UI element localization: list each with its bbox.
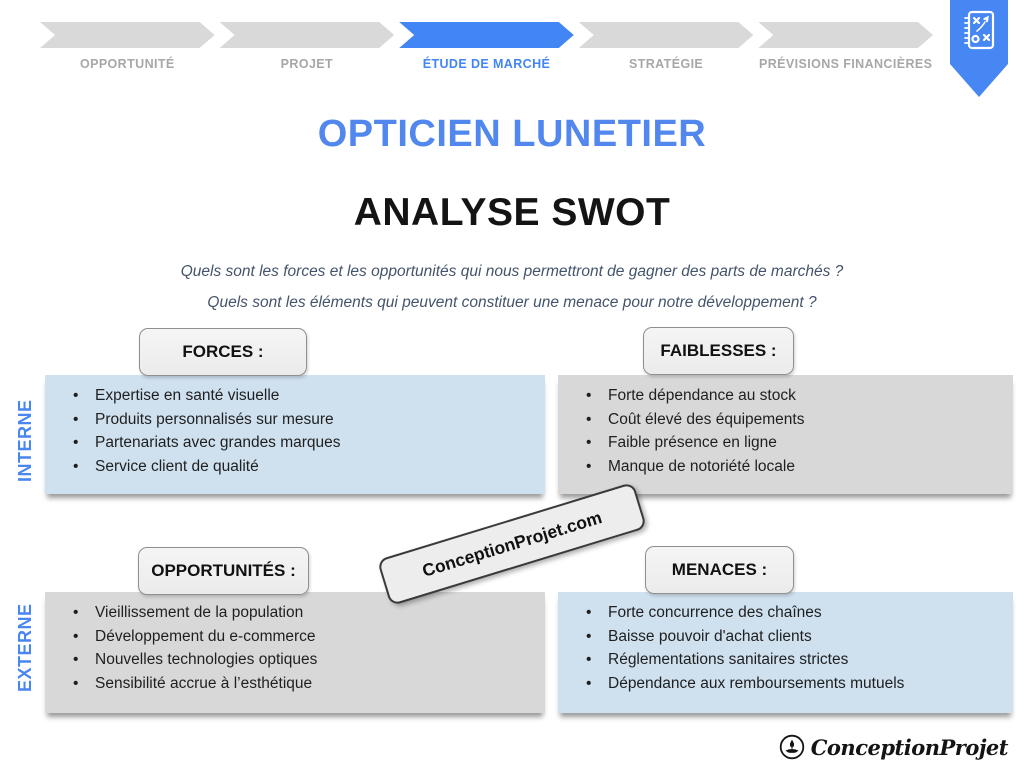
- chevron-shape: [220, 22, 395, 48]
- swot-item: Expertise en santé visuelle: [45, 384, 539, 408]
- question-line-1: Quels sont les forces et les opportunité…: [180, 263, 844, 280]
- swot-item: Faible présence en ligne: [558, 431, 1007, 455]
- faiblesses-title-box: FAIBLESSES :: [643, 327, 794, 375]
- swot-item: Manque de notoriété locale: [558, 455, 1007, 479]
- opportunites-title-box: OPPORTUNITÉS :: [138, 547, 309, 595]
- bookmark-ribbon: [950, 0, 1008, 97]
- swot-item: Réglementations sanitaires strictes: [558, 648, 1007, 672]
- menaces-panel: Forte concurrence des chaînesBaisse pouv…: [558, 592, 1013, 713]
- process-step-label: STRATÉGIE: [628, 57, 704, 71]
- process-step-projet: PROJET: [220, 22, 395, 71]
- page-subtitle: ANALYSE SWOT: [353, 191, 671, 234]
- chevron-shape: [579, 22, 754, 48]
- process-nav: OPPORTUNITÉ PROJET ÉTUDE DE MARCHÉ STRAT…: [40, 22, 933, 71]
- swot-item: Vieillissement de la population: [45, 601, 539, 625]
- strategy-tactics-icon: [964, 10, 995, 50]
- swot-item: Baisse pouvoir d'achat clients: [558, 625, 1007, 649]
- swot-item: Dépendance aux remboursements mutuels: [558, 672, 1007, 696]
- forces-panel: Expertise en santé visuelleProduits pers…: [45, 375, 545, 494]
- opportunites-list: Vieillissement de la populationDéveloppe…: [45, 592, 545, 695]
- hand-rocket-icon: [779, 734, 804, 760]
- swot-item: Développement du e-commerce: [45, 625, 539, 649]
- swot-item: Sensibilité accrue à l’esthétique: [45, 672, 539, 696]
- process-step-strategie: STRATÉGIE: [579, 22, 754, 71]
- faiblesses-panel: Forte dépendance au stockCoût élevé des …: [558, 375, 1013, 494]
- process-step-opportunite: OPPORTUNITÉ: [40, 22, 215, 71]
- page-title: OPTICIEN LUNETIER: [317, 113, 707, 155]
- footer-logo-text: ConceptionProjet: [810, 734, 1009, 760]
- chevron-shape: [758, 22, 933, 48]
- intro-questions: Quels sont les forces et les opportunité…: [0, 256, 1024, 318]
- watermark-ribbon: ConceptionProjet.com: [376, 481, 648, 607]
- faiblesses-list: Forte dépendance au stockCoût élevé des …: [558, 375, 1013, 478]
- process-step-label: PRÉVISIONS FINANCIÈRES: [758, 57, 933, 71]
- forces-list: Expertise en santé visuelleProduits pers…: [45, 375, 545, 478]
- process-step-label: OPPORTUNITÉ: [79, 57, 175, 71]
- swot-item: Produits personnalisés sur mesure: [45, 408, 539, 432]
- footer-logo: ConceptionProjet: [779, 734, 1009, 760]
- externe-side-label: EXTERNE: [15, 603, 35, 692]
- chevron-shape: [399, 22, 574, 48]
- process-step-etude-de-marche-active: ÉTUDE DE MARCHÉ: [399, 22, 574, 71]
- question-line-2: Quels sont les éléments qui peuvent cons…: [207, 294, 817, 311]
- swot-item: Forte dépendance au stock: [558, 384, 1007, 408]
- swot-item: Service client de qualité: [45, 455, 539, 479]
- menaces-title-box: MENACES :: [645, 546, 794, 594]
- forces-title-box: FORCES :: [139, 328, 307, 376]
- swot-item: Partenariats avec grandes marques: [45, 431, 539, 455]
- process-step-label: PROJET: [280, 57, 334, 71]
- opportunites-panel: Vieillissement de la populationDéveloppe…: [45, 592, 545, 713]
- interne-side-label: INTERNE: [15, 399, 35, 482]
- menaces-list: Forte concurrence des chaînesBaisse pouv…: [558, 592, 1013, 695]
- process-step-label: ÉTUDE DE MARCHÉ: [422, 57, 551, 71]
- chevron-shape: [40, 22, 215, 48]
- process-step-previsions-financieres: PRÉVISIONS FINANCIÈRES: [758, 22, 933, 71]
- swot-item: Coût élevé des équipements: [558, 408, 1007, 432]
- swot-item: Nouvelles technologies optiques: [45, 648, 539, 672]
- swot-item: Forte concurrence des chaînes: [558, 601, 1007, 625]
